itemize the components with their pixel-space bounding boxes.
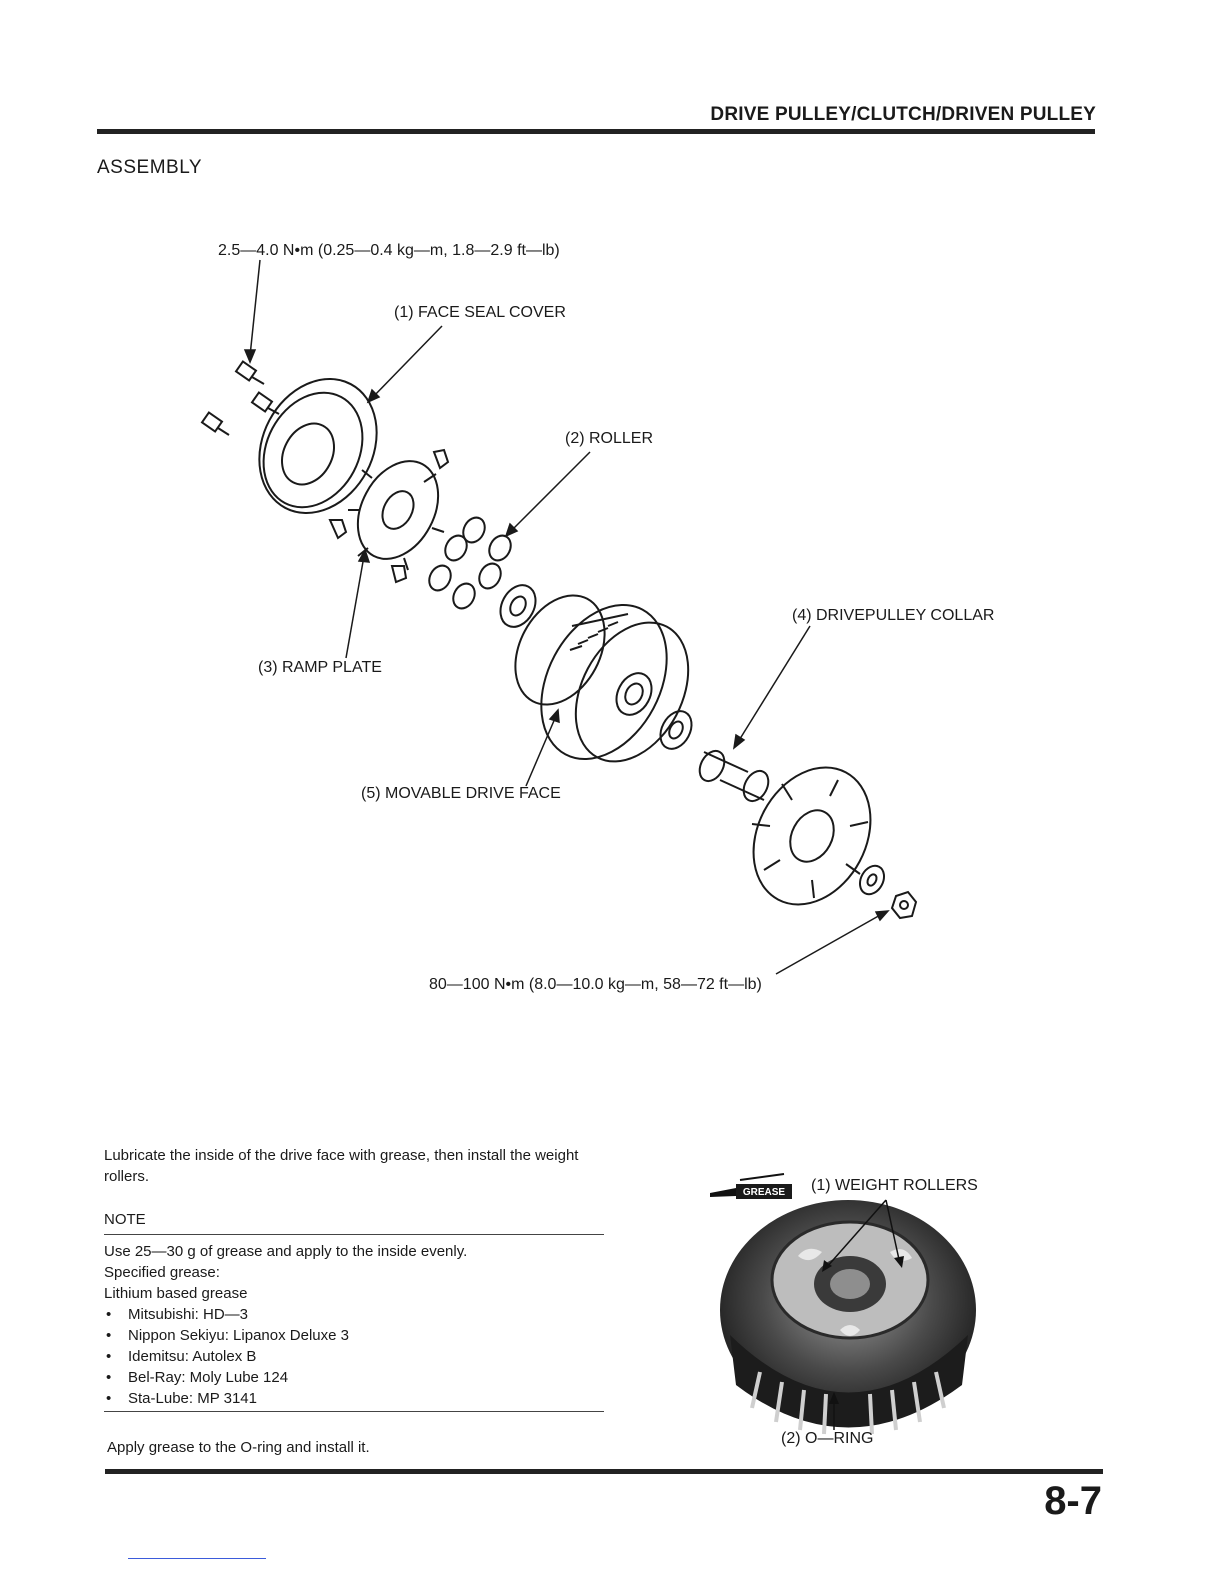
ramp-plate-shape	[348, 460, 445, 571]
grease-icon	[710, 1173, 792, 1199]
drive-face-photo: GREASE	[710, 1173, 976, 1435]
label-face-seal-cover: (1) FACE SEAL COVER	[394, 304, 566, 321]
torque-spec-bottom: 80—100 N•m (8.0—10.0 kg—m, 58—72 ft—lb)	[429, 976, 762, 993]
note-heading: NOTE	[104, 1211, 146, 1228]
grease-tag: GREASE	[743, 1187, 786, 1198]
label-drivepulley-collar: (4) DRIVEPULLEY COLLAR	[792, 607, 995, 624]
note-rule-top	[104, 1234, 604, 1235]
drive-face-fan-shape	[751, 766, 872, 906]
bolt-icon	[234, 360, 265, 385]
o-ring-shape	[514, 594, 606, 706]
grease-brand-item: Nippon Sekiyu: Lipanox Deluxe 3	[104, 1325, 604, 1346]
note-line: Specified grease:	[104, 1264, 220, 1281]
page-number: 8-7	[1044, 1479, 1102, 1523]
face-seal-cover-shape	[258, 378, 378, 514]
bolt-icon	[250, 391, 280, 415]
label-ramp-plate: (3) RAMP PLATE	[258, 659, 382, 676]
grease-brand-list: Mitsubishi: HD—3 Nippon Sekiyu: Lipanox …	[104, 1304, 604, 1409]
header-rule	[97, 129, 1095, 134]
footer-rule	[105, 1469, 1103, 1474]
label-roller: (2) ROLLER	[565, 430, 654, 447]
drivepulley-collar-shape	[698, 749, 770, 803]
grease-brand-item: Mitsubishi: HD—3	[104, 1304, 604, 1325]
footer-underline	[128, 1558, 266, 1559]
note-rule-bottom	[104, 1411, 604, 1412]
label-o-ring: (2) O—RING	[781, 1430, 874, 1447]
grease-brand-item: Idemitsu: Autolex B	[104, 1346, 604, 1367]
grease-brand-item: Sta-Lube: MP 3141	[104, 1388, 604, 1409]
weight-roller-shape	[428, 516, 512, 610]
torque-spec-top: 2.5—4.0 N•m (0.25—0.4 kg—m, 1.8—2.9 ft—l…	[218, 242, 560, 259]
label-weight-rollers: (1) WEIGHT ROLLERS	[811, 1177, 978, 1194]
nut-icon	[890, 890, 918, 920]
oring-instruction: Apply grease to the O-ring and install i…	[107, 1439, 370, 1456]
movable-drive-face-shape	[540, 603, 690, 763]
grease-brand-item: Bel-Ray: Moly Lube 124	[104, 1367, 604, 1388]
note-line: Lithium based grease	[104, 1285, 248, 1302]
note-line: Use 25—30 g of grease and apply to the i…	[104, 1243, 468, 1260]
page-header-title: DRIVE PULLEY/CLUTCH/DRIVEN PULLEY	[710, 104, 1096, 125]
label-movable-drive-face: (5) MOVABLE DRIVE FACE	[361, 785, 561, 802]
lubricate-instruction: Lubricate the inside of the drive face w…	[104, 1147, 579, 1185]
bolt-icon	[200, 411, 230, 436]
section-title: ASSEMBLY	[97, 157, 203, 178]
note-body: Use 25—30 g of grease and apply to the i…	[104, 1241, 604, 1409]
